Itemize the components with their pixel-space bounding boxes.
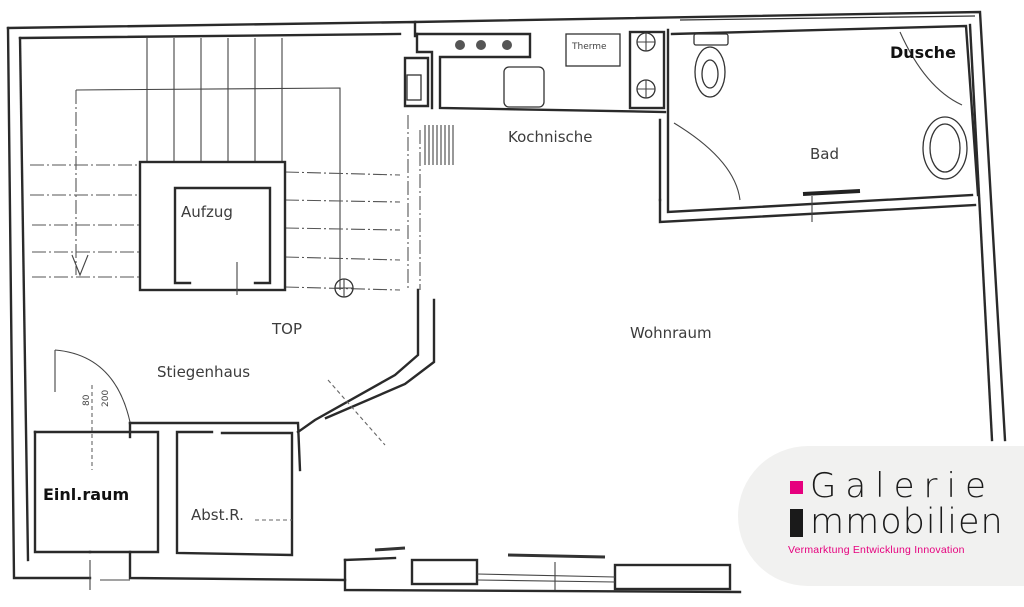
interior-walls: 80 200 bbox=[33, 288, 436, 582]
bottom-facade bbox=[89, 546, 742, 594]
logo-immobilien: mmobilien bbox=[810, 502, 1004, 542]
door-width-dim: 80 bbox=[82, 394, 92, 406]
label-wohnraum: Wohnraum bbox=[630, 324, 712, 342]
door-height-dim: 200 bbox=[101, 390, 111, 407]
door-swing bbox=[54, 349, 131, 423]
logo-tagline: Vermarktung Entwicklung Innovation bbox=[788, 544, 965, 556]
washbasin-icon bbox=[922, 116, 968, 180]
label-dusche: Dusche bbox=[890, 43, 956, 62]
toilet-icon bbox=[694, 46, 726, 98]
burner-icon bbox=[476, 40, 486, 50]
company-logo: Galerie mmobilien Vermarktung Entwicklun… bbox=[738, 446, 1024, 586]
outer-walls bbox=[6, 10, 1007, 580]
label-kochnische: Kochnische bbox=[508, 128, 593, 146]
bathroom bbox=[658, 24, 980, 224]
label-bad: Bad bbox=[810, 145, 839, 163]
logo-galerie: Galerie bbox=[810, 466, 995, 506]
therme-label: Therme bbox=[571, 42, 607, 52]
sink-icon bbox=[503, 66, 545, 108]
label-top: TOP bbox=[271, 320, 302, 338]
door-swing bbox=[673, 122, 741, 201]
logo-dark-bar bbox=[790, 509, 803, 537]
burner-icon bbox=[455, 40, 465, 50]
label-einlraum: Einl.raum bbox=[43, 485, 129, 504]
label-abstr: Abst.R. bbox=[191, 506, 244, 524]
label-stiegenhaus: Stiegenhaus bbox=[157, 363, 250, 381]
burner-icon bbox=[502, 40, 512, 50]
logo-pink-square bbox=[790, 481, 803, 494]
room-labels: Kochnische Bad Dusche Aufzug TOP Stiegen… bbox=[43, 43, 956, 524]
kitchen-block: Therme bbox=[403, 30, 667, 165]
therme-box bbox=[565, 33, 621, 67]
staircase bbox=[30, 38, 421, 298]
label-aufzug: Aufzug bbox=[181, 203, 233, 221]
door-swing bbox=[899, 31, 963, 106]
